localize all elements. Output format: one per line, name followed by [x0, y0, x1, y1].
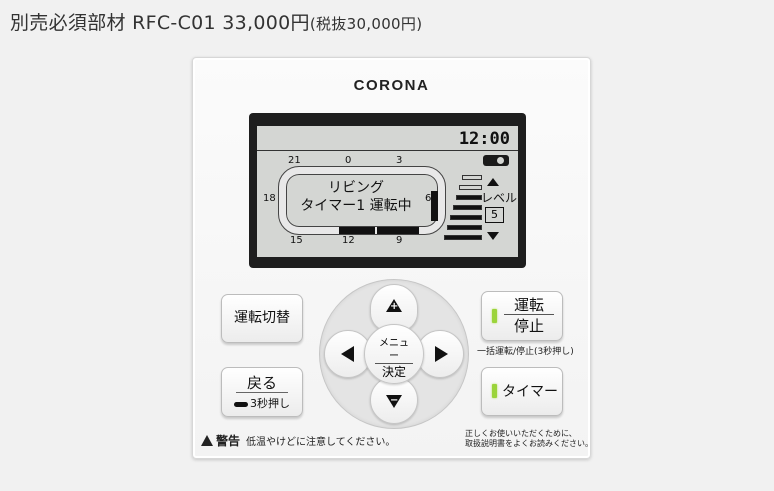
clock-display: 12:00 [458, 129, 510, 149]
back-hold-text: 3秒押し [250, 397, 290, 410]
level-up-indicator-icon [487, 178, 499, 186]
lcd-bezel: 12:00 21 0 3 18 6 15 12 9 リビング タイマー1 運転中 [249, 113, 526, 268]
timer-button[interactable]: タイマー [481, 367, 563, 416]
warning-head: 警告 [216, 434, 241, 448]
timer-label: タイマー [502, 384, 558, 400]
level-bar [453, 205, 482, 210]
stop-label: 停止 [513, 317, 544, 335]
left-button[interactable] [324, 330, 372, 378]
arrow-left-icon [341, 346, 354, 362]
hour-label: 12 [342, 235, 355, 246]
warning-icon [201, 435, 213, 446]
timer-status: タイマー1 運転中 [300, 198, 412, 214]
level-bars [440, 175, 482, 247]
level-bar [444, 235, 482, 240]
level-value: 5 [485, 207, 504, 223]
manual-note: 正しくお使いいただくために、 取扱説明書をよくお読みください。 [465, 429, 593, 449]
timer-segment-on [431, 191, 438, 221]
brand-logo: CORONA [353, 77, 430, 94]
level-bar [462, 175, 482, 180]
manual-note-line: 取扱説明書をよくお読みください。 [465, 439, 593, 448]
mode-switch-button[interactable]: 運転切替 [221, 294, 303, 343]
timer-segment-on [377, 227, 419, 234]
level-bar [459, 185, 482, 190]
hour-label: 9 [396, 235, 403, 246]
price-heading: 別売必須部材 RFC-C01 33,000円(税抜30,000円) [10, 8, 422, 35]
arrow-up-icon [386, 299, 402, 312]
hour-label: 21 [288, 155, 301, 166]
hour-label: 15 [290, 235, 303, 246]
level-bar [456, 195, 482, 200]
direction-pad: + − メニュー 決定 [319, 279, 469, 429]
price-main: 別売必須部材 RFC-C01 33,000円 [10, 12, 310, 34]
run-label: 運転 [504, 296, 554, 315]
menu-label: メニュー [375, 337, 413, 364]
menu-enter-button[interactable]: メニュー 決定 [364, 324, 424, 384]
remote-controller: CORONA 12:00 21 0 3 18 6 15 12 9 リビング タイ… [192, 57, 593, 459]
warning-text: 低温やけどに注意してください。 [246, 437, 396, 448]
minus-sign: − [390, 395, 399, 406]
batch-run-note: 一括運転/停止(3秒押し) [477, 347, 574, 357]
level-bar [447, 225, 482, 230]
room-status: リビング タイマー1 運転中 [293, 179, 419, 215]
warning-notice: 警告低温やけどに注意してください。 [201, 432, 395, 449]
plus-sign: + [390, 301, 399, 312]
level-label: レベル [481, 191, 518, 205]
back-button[interactable]: 戻る 3秒押し [221, 367, 303, 417]
room-name: リビング [328, 180, 384, 196]
lcd-screen: 12:00 21 0 3 18 6 15 12 9 リビング タイマー1 運転中 [257, 126, 518, 257]
key-lock-icon [483, 155, 509, 166]
arrow-down-icon [386, 395, 402, 408]
key-icon [234, 401, 248, 407]
hour-label: 0 [345, 155, 352, 166]
hour-label: 18 [263, 193, 276, 204]
manual-note-line: 正しくお使いいただくために、 [465, 429, 577, 438]
hour-label: 3 [396, 155, 403, 166]
hour-label: 6 [425, 193, 432, 204]
level-bar [450, 215, 482, 220]
timer-led-indicator [492, 384, 497, 398]
run-stop-button[interactable]: 運転 停止 [481, 291, 563, 341]
price-tax: (税抜30,000円) [309, 15, 423, 33]
back-label: 戻る [236, 374, 288, 393]
clock-divider [257, 150, 518, 151]
run-led-indicator [492, 309, 497, 323]
timer-segment-on [339, 227, 375, 234]
back-sub-label: 3秒押し [222, 395, 302, 411]
level-down-indicator-icon [487, 232, 499, 240]
enter-label: 決定 [381, 365, 406, 379]
arrow-right-icon [435, 346, 448, 362]
